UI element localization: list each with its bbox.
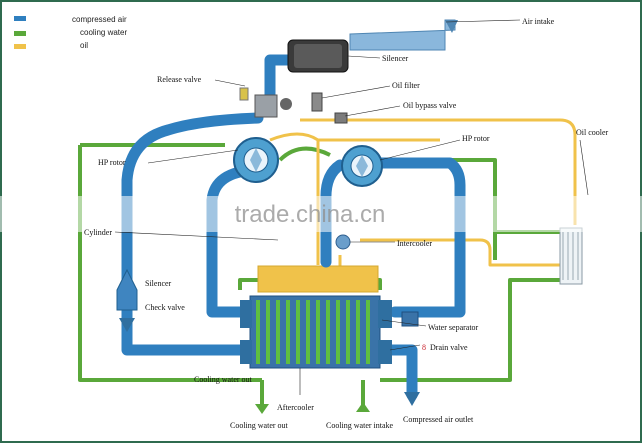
cooling-water-intake-arrow — [356, 402, 370, 412]
water-pipe-rotor-link — [278, 146, 331, 162]
label-check-valve: Check valve — [145, 303, 185, 312]
oil-cooler — [559, 227, 583, 285]
oil-pipe-return — [360, 238, 560, 267]
water-pipe-right-loop — [380, 278, 560, 382]
oil-filter — [311, 92, 323, 112]
label-silencer-left: Silencer — [145, 279, 172, 288]
legend-swatch-oil — [14, 44, 26, 49]
label-cooling-water-intake: Cooling water intake — [326, 421, 394, 430]
label-water-separator: Water separator — [428, 323, 479, 332]
oil-sump — [257, 265, 379, 293]
release-valve — [254, 94, 278, 118]
hp-rotor-right — [341, 145, 383, 187]
watermark-band — [0, 196, 642, 232]
water-arrows — [255, 402, 370, 414]
hp-rotor-left — [233, 137, 279, 183]
intercooler-pump — [335, 234, 351, 250]
legend-label-water: cooling water — [80, 28, 127, 37]
label-compressed-air-outlet: Compressed air outlet — [403, 415, 474, 424]
compressed-air-outlet-arrow — [404, 392, 420, 406]
release-valve-handle — [239, 87, 249, 101]
cooling-water-out-arrow — [255, 404, 269, 414]
silencer-top-body — [294, 44, 342, 68]
air-pipe-right-main — [374, 157, 466, 318]
label-oil-filter: Oil filter — [392, 81, 420, 90]
check-valve — [119, 318, 135, 332]
watermark: trade.china.cn — [235, 201, 386, 228]
legend-swatch-water — [14, 31, 26, 36]
legend-swatch-air — [14, 16, 26, 21]
label-cooling-water-out: Cooling water out — [230, 421, 289, 430]
legend-label-oil: oil — [80, 41, 88, 50]
label-hp-rotor-left: HP rotor — [98, 158, 126, 167]
label-intercooler: Intercooler — [397, 239, 432, 248]
label-cooling-water-out-upper: Cooling water out — [194, 375, 253, 384]
oil-pipe-to-rotor — [269, 132, 319, 142]
water-separator — [401, 311, 419, 327]
air-pipe-left-main — [121, 112, 264, 356]
oil-bypass-valve — [334, 112, 348, 124]
label-aftercooler: Aftercooler — [277, 403, 314, 412]
legend: compressed air cooling water oil — [14, 15, 127, 50]
label-oil-cooler: Oil cooler — [576, 128, 609, 137]
label-hp-rotor-right: HP rotor — [462, 134, 490, 143]
label-air-intake: Air intake — [522, 17, 555, 26]
release-valve-knob — [280, 98, 292, 110]
legend-label-air: compressed air — [72, 15, 127, 24]
air-intake-funnel — [349, 19, 456, 51]
leader-lines — [114, 19, 589, 395]
silencer-left — [116, 268, 138, 311]
label-release-valve: Release valve — [157, 75, 202, 84]
oil-pipe-top — [300, 118, 577, 225]
water-pipe-to-oilcooler — [493, 230, 560, 260]
label-oil-bypass-valve: Oil bypass valve — [403, 101, 457, 110]
label-silencer-top: Silencer — [382, 54, 409, 63]
heat-exchanger — [240, 295, 392, 369]
air-intake-arrow — [445, 20, 458, 33]
air-pipe-left-inner — [206, 164, 261, 318]
label-drain-valve: Drain valve — [430, 343, 468, 352]
label-cylinder: Cylinder — [84, 228, 112, 237]
label-drain-valve-mark: 8 — [422, 343, 426, 352]
